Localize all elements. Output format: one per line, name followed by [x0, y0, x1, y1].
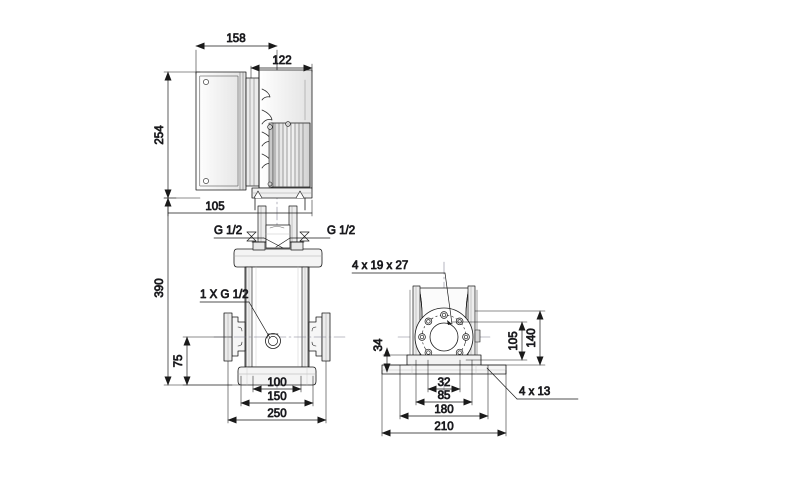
terminal-box-neck	[245, 77, 260, 187]
dim-150-label: 150	[267, 391, 286, 403]
leader-g12-left	[213, 237, 284, 249]
dim-85-label: 85	[438, 390, 451, 402]
dim-122-label: 122	[272, 55, 291, 67]
coupling-lantern	[254, 197, 306, 249]
dim-75	[182, 336, 233, 386]
leader-g12-right	[275, 237, 331, 248]
label-base-holes: 4 x 13	[519, 386, 550, 398]
drain-plug	[265, 333, 281, 349]
dim-210	[381, 369, 507, 437]
dim-254-label: 254	[154, 125, 166, 145]
dim-32-label: 32	[438, 377, 451, 389]
dim-210-label: 210	[434, 421, 453, 433]
leader-flange-holes	[351, 272, 453, 325]
label-g12-right: G 1/2	[327, 225, 355, 237]
label-drain-port: 1 X G 1/2	[200, 289, 249, 301]
leader-base-holes	[486, 367, 579, 400]
dim-250-label: 250	[267, 408, 286, 420]
dim-100-label: 100	[267, 377, 286, 389]
dim-250	[227, 360, 327, 424]
side-base-plate	[381, 354, 507, 375]
label-g12-left: G 1/2	[214, 225, 242, 237]
label-flange-holes: 4 x 19 x 27	[352, 260, 408, 272]
dim-150	[240, 375, 314, 407]
dim-158-label: 158	[226, 33, 245, 45]
dim-180-label: 180	[434, 404, 453, 416]
dim-100	[252, 375, 302, 393]
dim-122	[250, 63, 313, 79]
dim-34	[382, 347, 410, 373]
dim-105-side-label: 105	[508, 331, 520, 350]
dim-85	[415, 359, 473, 406]
dim-75-label: 75	[173, 355, 185, 368]
pump-head	[233, 231, 323, 268]
dim-390-label: 390	[154, 278, 166, 297]
dim-140-label: 140	[526, 328, 538, 347]
dim-32	[427, 359, 461, 393]
dim-140	[474, 310, 546, 366]
dim-254	[163, 71, 201, 199]
leader-drain	[199, 301, 271, 339]
pump-chamber-sleeve	[244, 266, 310, 368]
motor-fin-cover	[267, 121, 311, 188]
motor-flange-plate	[251, 187, 313, 199]
dim-105-side	[451, 321, 528, 361]
dim-105-front-label: 105	[205, 201, 224, 213]
motor-terminal-box	[195, 71, 247, 191]
dim-180	[399, 364, 489, 420]
dim-34-label: 34	[373, 338, 385, 351]
